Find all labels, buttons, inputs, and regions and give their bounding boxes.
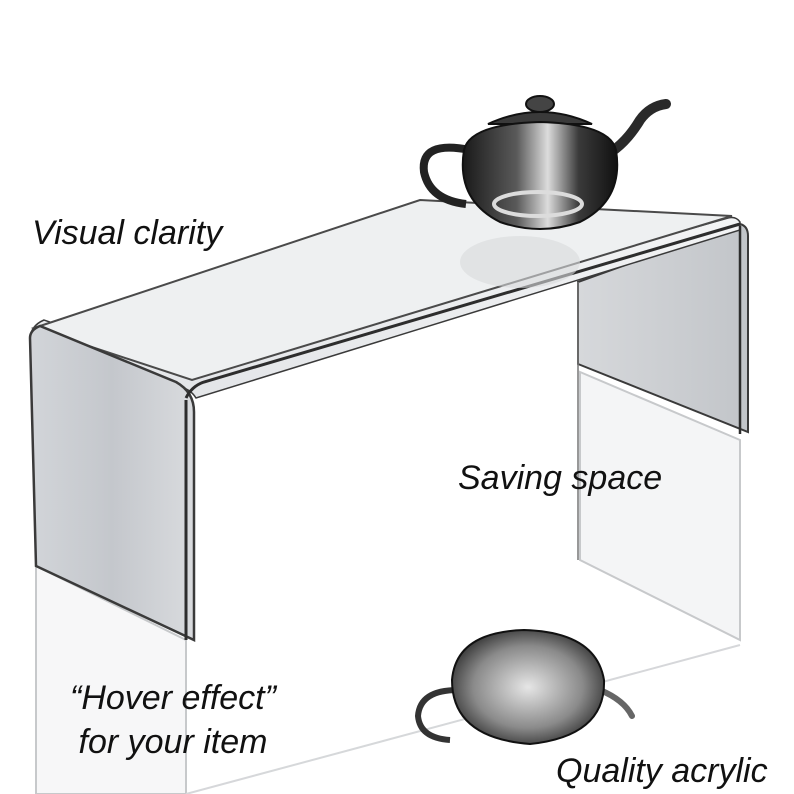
- reflection-body: [450, 628, 606, 746]
- teapot-handle: [419, 143, 471, 208]
- teapot-floor-reflection: [414, 628, 635, 746]
- visual-clarity-label: Visual clarity: [32, 214, 223, 252]
- hover-effect-label: “Hover effect” for your item: [70, 676, 276, 764]
- reflection-floor-edge: [185, 644, 741, 794]
- teapot-top-reflection: [460, 236, 580, 288]
- hover-effect-line1: “Hover effect”: [70, 679, 276, 717]
- reflection-spout: [597, 687, 635, 719]
- saving-space-label: Saving space: [458, 459, 663, 497]
- reflection-right-leg: [579, 370, 741, 642]
- shelf-left-panel: [28, 324, 196, 642]
- quality-acrylic-label: Quality acrylic: [556, 752, 768, 790]
- teapot-body: [461, 120, 619, 230]
- reflection-left-leg: [35, 564, 187, 794]
- shelf-front-edge: [184, 222, 741, 399]
- teapot-knob: [525, 95, 555, 113]
- teapot-base-highlight: [492, 190, 584, 218]
- shelf-reflection: [35, 370, 741, 794]
- hover-effect-line2: for your item: [78, 723, 268, 761]
- teapot: [419, 95, 671, 230]
- reflection-handle: [414, 687, 459, 743]
